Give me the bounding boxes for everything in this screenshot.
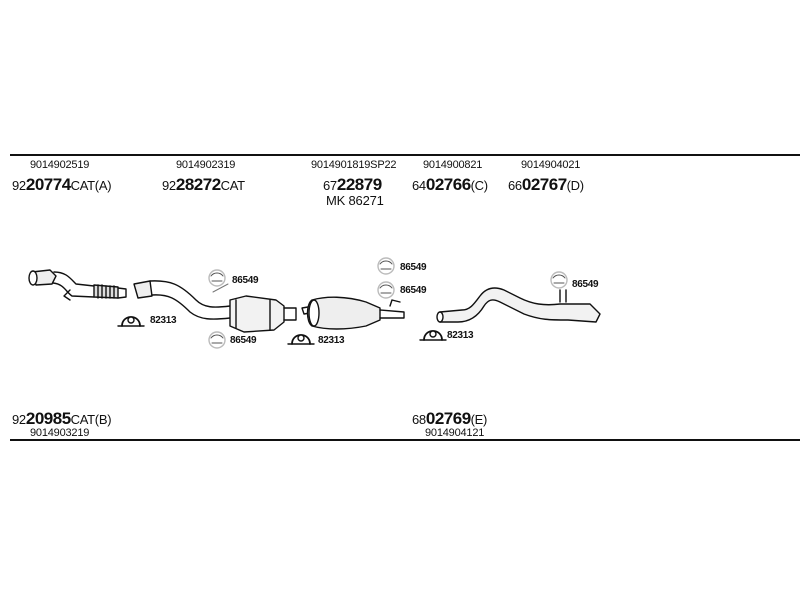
part-number-suffix: (E) [470,412,488,427]
part-number-main: 02766 [425,175,471,194]
clamp-tag: 82313 [318,335,345,346]
hanger-tag: 86549 [572,279,599,290]
part-number-d[interactable]: 6602767(D) [508,176,584,193]
part-number-c[interactable]: 6402766(C) [412,176,488,193]
ref-number-e: 9014904121 [425,427,485,439]
rubber-hanger-icon[interactable] [208,331,226,349]
part-number-main: 02767 [521,175,567,194]
catalytic-converter-part[interactable] [133,280,297,333]
rubber-hanger-icon[interactable] [550,271,568,289]
part-number-prefix: 68 [412,412,426,427]
pipe-clamp-icon[interactable] [287,334,315,345]
hanger-tag: 86549 [230,335,257,346]
part-number-suffix: CAT(B) [70,412,112,427]
part-number-suffix: CAT [220,178,245,193]
part-number-prefix: 64 [412,178,426,193]
part-number-suffix: CAT(A) [70,178,112,193]
ref-number-cat-a: 9014902519 [30,159,90,171]
middle-silencer-part[interactable] [301,296,405,330]
front-pipe-part[interactable] [28,269,127,301]
rear-pipe-part[interactable] [436,287,601,323]
ref-number-c: 9014900821 [423,159,483,171]
part-number-cat[interactable]: 9228272CAT [162,176,245,193]
part-number-cat-a[interactable]: 9220774CAT(A) [12,175,112,194]
bottom-divider-line [10,439,800,441]
rubber-hanger-icon[interactable] [377,281,395,299]
rubber-hanger-icon[interactable] [208,269,229,293]
part-number-suffix: (C) [470,178,488,193]
part-number-main: 20985 [25,409,71,428]
ref-number-cat-b: 9014903219 [30,427,90,439]
ref-number-middle-silencer: 9014901819SP22 [311,159,397,171]
part-number-prefix: 66 [508,178,522,193]
hanger-tag: 86549 [400,285,427,296]
part-number-prefix: 92 [162,178,176,193]
pipe-clamp-icon[interactable] [117,316,145,327]
part-number-middle-silencer[interactable]: 6722879 [323,176,382,193]
part-number-main: 22879 [336,175,382,194]
top-divider-line [10,154,800,156]
part-number-main: 20774 [25,175,71,194]
clamp-tag: 82313 [150,315,177,326]
part-number-main: 02769 [425,409,471,428]
ref-number-d: 9014904021 [521,159,581,171]
mounting-kit-label: MK 86271 [326,193,384,208]
clamp-tag: 82313 [447,330,474,341]
hanger-tag: 86549 [400,262,427,273]
ref-number-cat: 9014902319 [176,159,236,171]
rubber-hanger-icon[interactable] [377,257,395,275]
part-number-cat-b[interactable]: 9220985CAT(B) [12,409,112,428]
part-number-e[interactable]: 6802769(E) [412,410,487,427]
part-number-suffix: (D) [566,178,584,193]
pipe-clamp-icon[interactable] [419,330,447,341]
part-number-prefix: 92 [12,412,26,427]
part-number-prefix: 92 [12,178,26,193]
part-number-prefix: 67 [323,178,337,193]
part-number-main: 28272 [175,175,221,194]
hanger-tag: 86549 [232,275,259,286]
